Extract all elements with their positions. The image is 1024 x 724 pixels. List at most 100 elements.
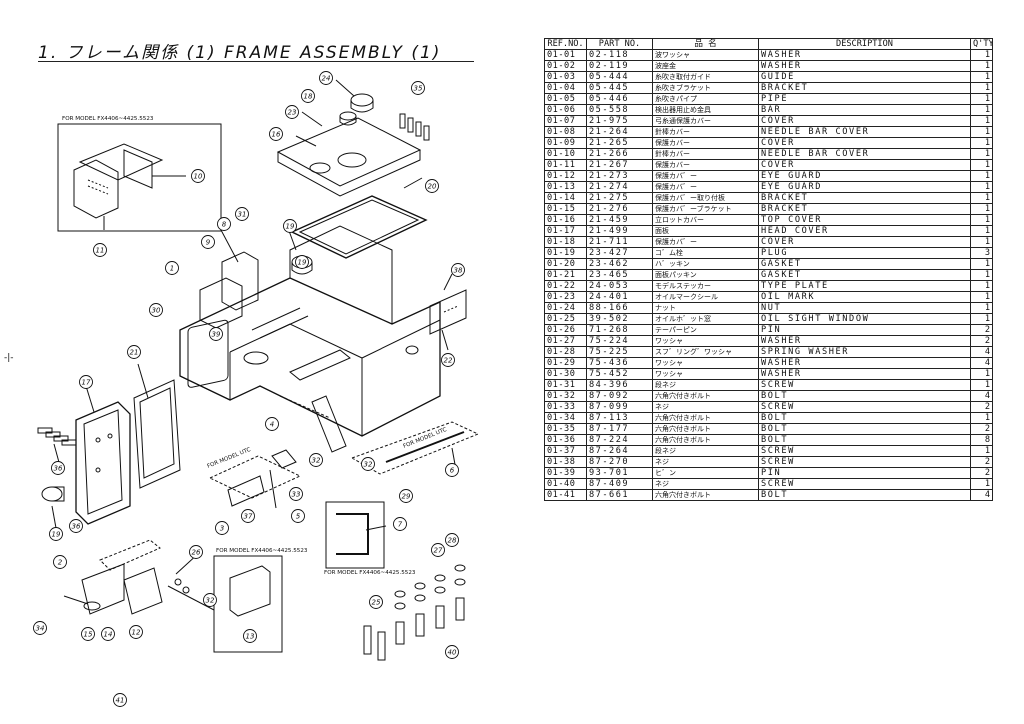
cell-qty: 1 xyxy=(970,368,993,380)
callout-number: 34 xyxy=(36,625,45,633)
callout-15: 15 xyxy=(81,627,95,641)
cell-part-no: 87-409 xyxy=(586,478,653,490)
callout-number: 2 xyxy=(58,559,63,567)
cell-part-no: 21-459 xyxy=(586,214,653,226)
cell-description: BRACKET xyxy=(758,203,971,215)
cell-jp-name: 糸吹きパイプ xyxy=(652,93,759,105)
cell-qty: 1 xyxy=(970,313,993,325)
cell-jp-name: 波座金 xyxy=(652,60,759,72)
col-header-part: PART NO. xyxy=(586,38,653,50)
callout-circle xyxy=(81,627,95,641)
cell-part-no: 05-445 xyxy=(586,82,653,94)
part-shape-11 xyxy=(73,159,119,219)
cell-ref: 01-05 xyxy=(544,93,587,105)
cell-jp-name: 段ネジ xyxy=(652,445,759,457)
cell-jp-name: ヒ゛ン xyxy=(652,467,759,479)
part-shape-18 xyxy=(339,111,357,121)
cell-description: GUIDE xyxy=(758,71,971,83)
callout-number: 32 xyxy=(364,461,373,469)
cell-description: PIN xyxy=(758,324,971,336)
cell-qty: 2 xyxy=(970,423,993,435)
callout-12: 12 xyxy=(129,625,143,639)
cell-qty: 1 xyxy=(970,280,993,292)
callout-circle xyxy=(241,509,255,523)
callout-number: 36 xyxy=(54,465,63,473)
cell-jp-name: 針棒カバー xyxy=(652,148,759,160)
cell-part-no: 75-225 xyxy=(586,346,653,358)
exploded-view-diagram: FOR MODEL FX4406~4425.5523 FOR MODEL UTC… xyxy=(33,71,480,707)
cell-part-no: 24-401 xyxy=(586,291,653,303)
callout-circle xyxy=(79,375,93,389)
cell-jp-name: 検出器用止め金具 xyxy=(652,104,759,116)
callout-circle xyxy=(51,461,65,475)
cell-part-no: 21-275 xyxy=(586,192,653,204)
cell-description: SPRING WASHER xyxy=(758,346,971,358)
cell-jp-name: 六角穴付きボルト xyxy=(652,489,759,501)
cell-ref: 01-26 xyxy=(544,324,587,336)
callout-number: 35 xyxy=(414,85,423,93)
col-header-qty: Q'TY xyxy=(970,38,993,50)
cell-qty: 1 xyxy=(970,258,993,270)
cell-description: OIL MARK xyxy=(758,291,971,303)
cell-ref: 01-24 xyxy=(544,302,587,314)
callout-number: 33 xyxy=(292,491,301,499)
callout-number: 14 xyxy=(104,631,113,639)
callout-32: 32 xyxy=(361,457,375,471)
cell-ref: 01-18 xyxy=(544,236,587,248)
cell-qty: 1 xyxy=(970,181,993,193)
cell-qty: 1 xyxy=(970,203,993,215)
cell-part-no: 39-502 xyxy=(586,313,653,325)
model-label-fx-bottom: FOR MODEL FX4406~4425.5523 xyxy=(324,570,416,576)
cell-part-no: 71-268 xyxy=(586,324,653,336)
cell-part-no: 87-661 xyxy=(586,489,653,501)
cell-jp-name: オイルマークシール xyxy=(652,291,759,303)
callout-16: 16 xyxy=(269,127,283,141)
callout-number: 31 xyxy=(238,211,247,219)
callout-circle xyxy=(101,627,115,641)
cell-jp-name: 針棒カバー xyxy=(652,126,759,138)
cell-part-no: 23-465 xyxy=(586,269,653,281)
part-shape-12 xyxy=(123,567,163,615)
callout-9: 9 xyxy=(201,235,215,249)
part-shape-20 xyxy=(290,195,428,259)
cell-description: COVER xyxy=(758,159,971,171)
cell-description: BRACKET xyxy=(758,82,971,94)
callout-number: 15 xyxy=(84,631,93,639)
cell-qty: 4 xyxy=(970,489,993,501)
callout-circle xyxy=(203,593,217,607)
cell-jp-name: ネジ xyxy=(652,401,759,413)
cell-ref: 01-23 xyxy=(544,291,587,303)
cell-qty: 1 xyxy=(970,478,993,490)
callout-circle xyxy=(127,345,141,359)
cell-part-no: 21-266 xyxy=(586,148,653,160)
cell-ref: 01-16 xyxy=(544,214,587,226)
cell-jp-name: 保護カバー xyxy=(652,137,759,149)
cell-qty: 1 xyxy=(970,236,993,248)
cell-jp-name: 六角穴付きボルト xyxy=(652,412,759,424)
cell-description: WASHER xyxy=(758,60,971,72)
callout-circle xyxy=(215,521,229,535)
callout-number: 18 xyxy=(304,93,313,101)
cell-description: NEEDLE BAR COVER xyxy=(758,126,971,138)
cell-jp-name: スフ゛リング゛ワッシャ xyxy=(652,346,759,358)
cell-jp-name: コ゛ム栓 xyxy=(652,247,759,259)
callout-circle xyxy=(49,527,63,541)
callout-circle xyxy=(425,179,439,193)
callout-number: 40 xyxy=(448,649,457,657)
cell-description: SCREW xyxy=(758,445,971,457)
cell-description: TOP COVER xyxy=(758,214,971,226)
callout-number: 20 xyxy=(428,183,437,191)
cell-description: BOLT xyxy=(758,423,971,435)
cell-description: PIPE xyxy=(758,93,971,105)
callout-circle xyxy=(431,543,445,557)
cell-jp-name: 保護カバ゛ー xyxy=(652,170,759,182)
part-shape-36-left xyxy=(37,427,77,446)
cell-description: BOLT xyxy=(758,390,971,402)
